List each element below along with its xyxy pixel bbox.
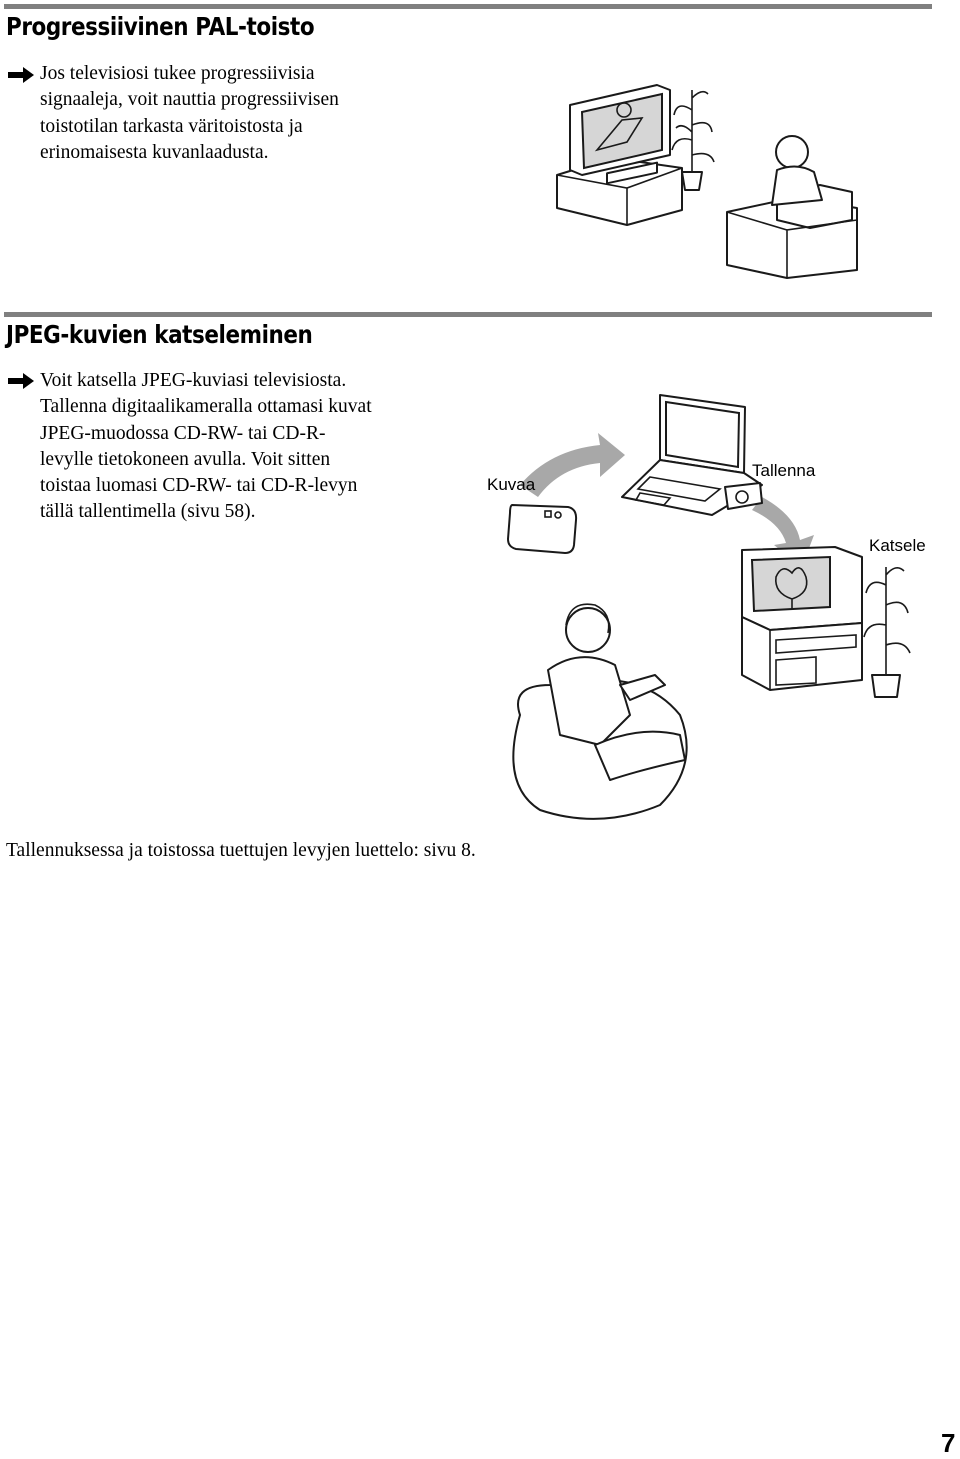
section2-line: JPEG-muodossa CD-RW- tai CD-R-	[40, 422, 326, 444]
section1-line: signaaleja, voit nauttia progressiivisen	[40, 89, 339, 111]
section2-line: tällä tallentimella (sivu 58).	[40, 501, 256, 523]
workflow-arrow-capture	[520, 433, 625, 497]
section2-line: levylle tietokoneen avulla. Voit sitten	[40, 448, 331, 470]
section2-text: Voit katsella JPEG-kuviasi televisiosta.…	[40, 368, 372, 526]
section1-line: erinomaisesta kuvanlaadusta.	[40, 141, 269, 163]
label-watch: Katsele	[869, 536, 926, 555]
heading-progressive-pal: Progressiivinen PAL-toisto	[6, 12, 315, 41]
label-capture: Kuvaa	[487, 475, 536, 494]
section1-line: Jos televisiosi tukee progressiivisia	[40, 63, 315, 84]
section-rule-2	[4, 312, 932, 317]
label-save: Tallenna	[752, 461, 816, 480]
section2-line: toistaa luomasi CD-RW- tai CD-R-levyn	[40, 475, 358, 497]
illustration-tv-viewer	[556, 84, 858, 279]
section2-line: Tallenna digitaalikameralla ottamasi kuv…	[40, 396, 372, 418]
section-rule-1	[4, 4, 932, 9]
section1-text: Jos televisiosi tukee progressiivisia si…	[40, 61, 339, 166]
right-arrow-icon	[8, 373, 34, 389]
supported-discs-reference: Tallennuksessa ja toistossa tuettujen le…	[6, 840, 476, 861]
page-number: 7	[941, 1428, 956, 1458]
section1-line: toistotilan tarkasta väritoistosta ja	[40, 115, 303, 137]
section2-line: Voit katsella JPEG-kuviasi televisiosta.	[40, 370, 347, 391]
heading-jpeg-viewing: JPEG-kuvien katseleminen	[6, 320, 313, 349]
right-arrow-icon	[8, 67, 34, 83]
illustration-jpeg-workflow	[507, 394, 911, 820]
